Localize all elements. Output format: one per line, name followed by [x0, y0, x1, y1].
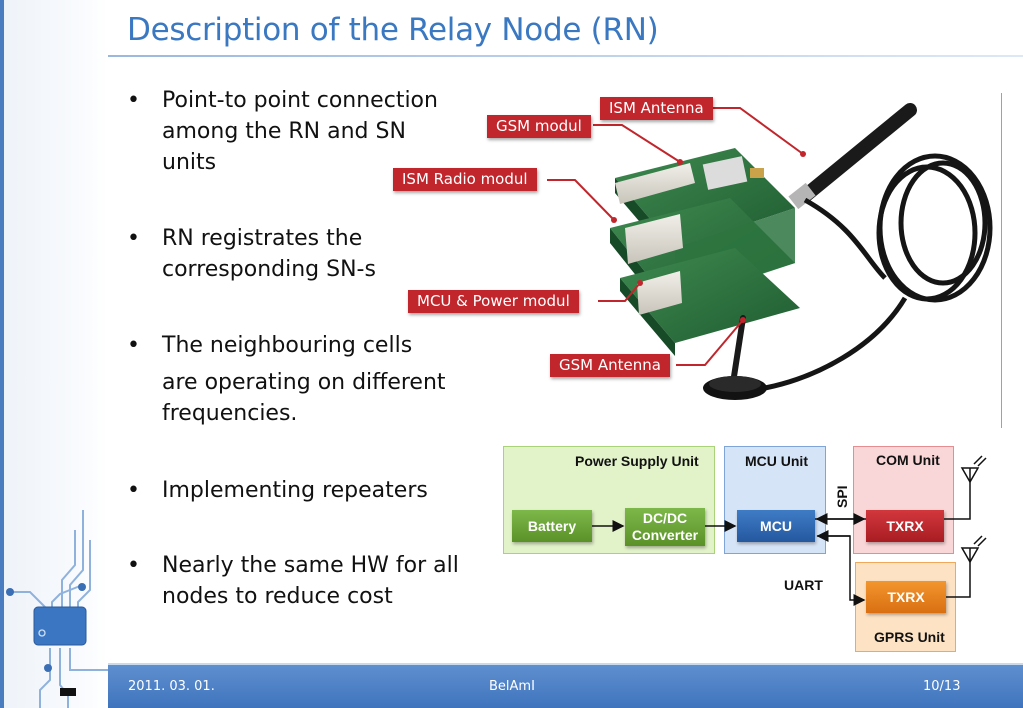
bullet-line: Point-to point connection	[162, 88, 438, 113]
footer-center-text: BelAmI	[489, 679, 535, 694]
mcu-block: MCU	[737, 510, 815, 542]
dcdc-label: DC/DC	[642, 510, 688, 526]
footer-date: 2011. 03. 01.	[128, 679, 215, 694]
bullet-dot: •	[127, 226, 140, 251]
photo-border-line	[1001, 93, 1002, 428]
dcdc-converter-block: DC/DC Converter	[625, 508, 705, 546]
gprs-txrx-block: TXRX	[866, 581, 946, 613]
circuit-chip-icon	[6, 510, 108, 708]
bullet-line: RN registrates the	[162, 226, 363, 251]
slide-title: Description of the Relay Node (RN)	[127, 12, 659, 48]
slide-footer: 2011. 03. 01. BelAmI 10/13	[108, 663, 1023, 708]
bullet-line: nodes to reduce cost	[162, 584, 393, 609]
bullet-dot: •	[127, 88, 140, 113]
title-divider	[108, 55, 1023, 57]
footer-page-number: 10/13	[923, 679, 961, 694]
uart-label: UART	[784, 577, 823, 593]
bullet-dot: •	[127, 333, 140, 358]
spi-label: SPI	[834, 485, 850, 508]
bullet-line: frequencies.	[162, 401, 298, 426]
bullet-line: are operating on different	[162, 370, 446, 395]
mcu-unit-title: MCU Unit	[745, 453, 808, 469]
relay-node-photo	[610, 103, 993, 400]
battery-block: Battery	[512, 510, 592, 542]
bullet-line: The neighbouring cells	[162, 333, 413, 358]
callout-gsm-modul: GSM modul	[487, 115, 591, 138]
bullet-line: corresponding SN-s	[162, 257, 376, 282]
bullet-line: Nearly the same HW for all	[162, 553, 459, 578]
sidebar-edge-stripe	[0, 0, 4, 708]
com-unit-title: COM Unit	[876, 452, 940, 468]
callout-mcu-power-modul: MCU & Power modul	[408, 290, 579, 313]
gprs-unit-title: GPRS Unit	[874, 629, 945, 645]
callout-ism-radio-modul: ISM Radio modul	[393, 168, 537, 191]
bullet-dot: •	[127, 553, 140, 578]
com-txrx-block: TXRX	[866, 510, 944, 542]
power-supply-unit-title: Power Supply Unit	[575, 453, 699, 469]
bullet-line: Implementing repeaters	[162, 478, 428, 503]
bullet-line: among the RN and SN	[162, 119, 406, 144]
converter-label: Converter	[631, 527, 699, 543]
callout-ism-antenna: ISM Antenna	[600, 97, 713, 120]
antenna-icon	[960, 455, 987, 564]
bullet-line: units	[162, 150, 217, 175]
callout-gsm-antenna: GSM Antenna	[550, 354, 670, 377]
bullet-dot: •	[127, 478, 140, 503]
